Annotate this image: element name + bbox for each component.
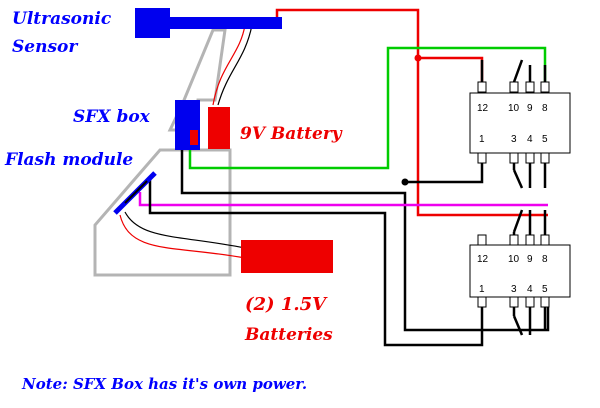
flash-module-black-element bbox=[124, 180, 148, 204]
flash-thin-wire-red bbox=[119, 214, 246, 259]
relay-top-pin-stubs bbox=[477, 81, 550, 164]
relay-bottom-pin-3: 3 bbox=[511, 284, 517, 295]
battery-pack-1-5v bbox=[241, 240, 333, 273]
relay-top: 12 10 9 8 1 3 4 5 bbox=[469, 59, 571, 189]
wire-black-flash-to-relays bbox=[148, 178, 484, 347]
flash-module-housing-outline bbox=[93, 148, 232, 277]
relay-top-pin-8: 8 bbox=[542, 103, 548, 114]
flash-module bbox=[113, 171, 157, 215]
wire-red-sensor-to-relays bbox=[275, 8, 548, 217]
relay-bottom-pin-12: 12 bbox=[477, 254, 489, 265]
relay-bottom-pin-1: 1 bbox=[479, 284, 485, 295]
relay-top-body bbox=[469, 92, 571, 154]
relay-top-pin-3: 3 bbox=[511, 134, 517, 145]
wire-black-to-top-relay-pin1 bbox=[405, 150, 484, 184]
ultrasonic-sensor-lead bbox=[170, 17, 282, 29]
junction-dot-black bbox=[401, 178, 409, 186]
note-text: Note: SFX Box has it's own power. bbox=[21, 375, 307, 393]
flash-thin-wire-black bbox=[124, 211, 246, 249]
relay-bottom-pin-8: 8 bbox=[542, 254, 548, 265]
wire-green-sfx-to-relay bbox=[188, 46, 547, 170]
wire-black-sfx-to-relays bbox=[180, 148, 550, 332]
label-sensor: Sensor bbox=[12, 37, 78, 57]
relay-bottom: 12 10 9 8 1 3 4 5 bbox=[469, 209, 571, 336]
sensor-thin-wire-black bbox=[217, 24, 253, 106]
ultrasonic-sensor-body bbox=[135, 8, 170, 38]
label-1-5v: (2) 1.5V bbox=[245, 294, 328, 315]
ultrasonic-sensor bbox=[135, 8, 282, 38]
label-9v-battery: 9V Battery bbox=[240, 124, 343, 144]
sfx-box-red-terminal bbox=[190, 130, 198, 145]
sensor-thin-wire-red bbox=[212, 24, 246, 106]
relay-bottom-pin-4: 4 bbox=[527, 284, 533, 295]
label-ultrasonic: Ultrasonic bbox=[12, 9, 112, 29]
label-batteries: Batteries bbox=[244, 325, 333, 345]
main-wires bbox=[138, 8, 550, 347]
relay-top-pin-9: 9 bbox=[527, 103, 533, 114]
relay-top-pin-5: 5 bbox=[542, 134, 548, 145]
relay-bottom-pin-10: 10 bbox=[508, 254, 520, 265]
relay-bottom-pin-5: 5 bbox=[542, 284, 548, 295]
relay-top-pin-12: 12 bbox=[477, 103, 489, 114]
relay-top-pin-1: 1 bbox=[479, 134, 485, 145]
wire-magenta-flash-to-relay bbox=[138, 192, 548, 207]
label-sfx-box: SFX box bbox=[73, 107, 151, 127]
relay-top-pin-10: 10 bbox=[508, 103, 520, 114]
junction-dot-red bbox=[414, 54, 422, 62]
label-flash-module: Flash module bbox=[4, 150, 133, 170]
relay-bottom-body bbox=[469, 244, 571, 298]
relay-top-pin-4: 4 bbox=[527, 134, 533, 145]
battery-9v bbox=[208, 107, 230, 149]
relay-bottom-pin-9: 9 bbox=[527, 254, 533, 265]
relay-bottom-pin-stubs bbox=[477, 234, 550, 308]
sfx-box bbox=[175, 100, 200, 150]
thin-wires bbox=[119, 24, 253, 259]
